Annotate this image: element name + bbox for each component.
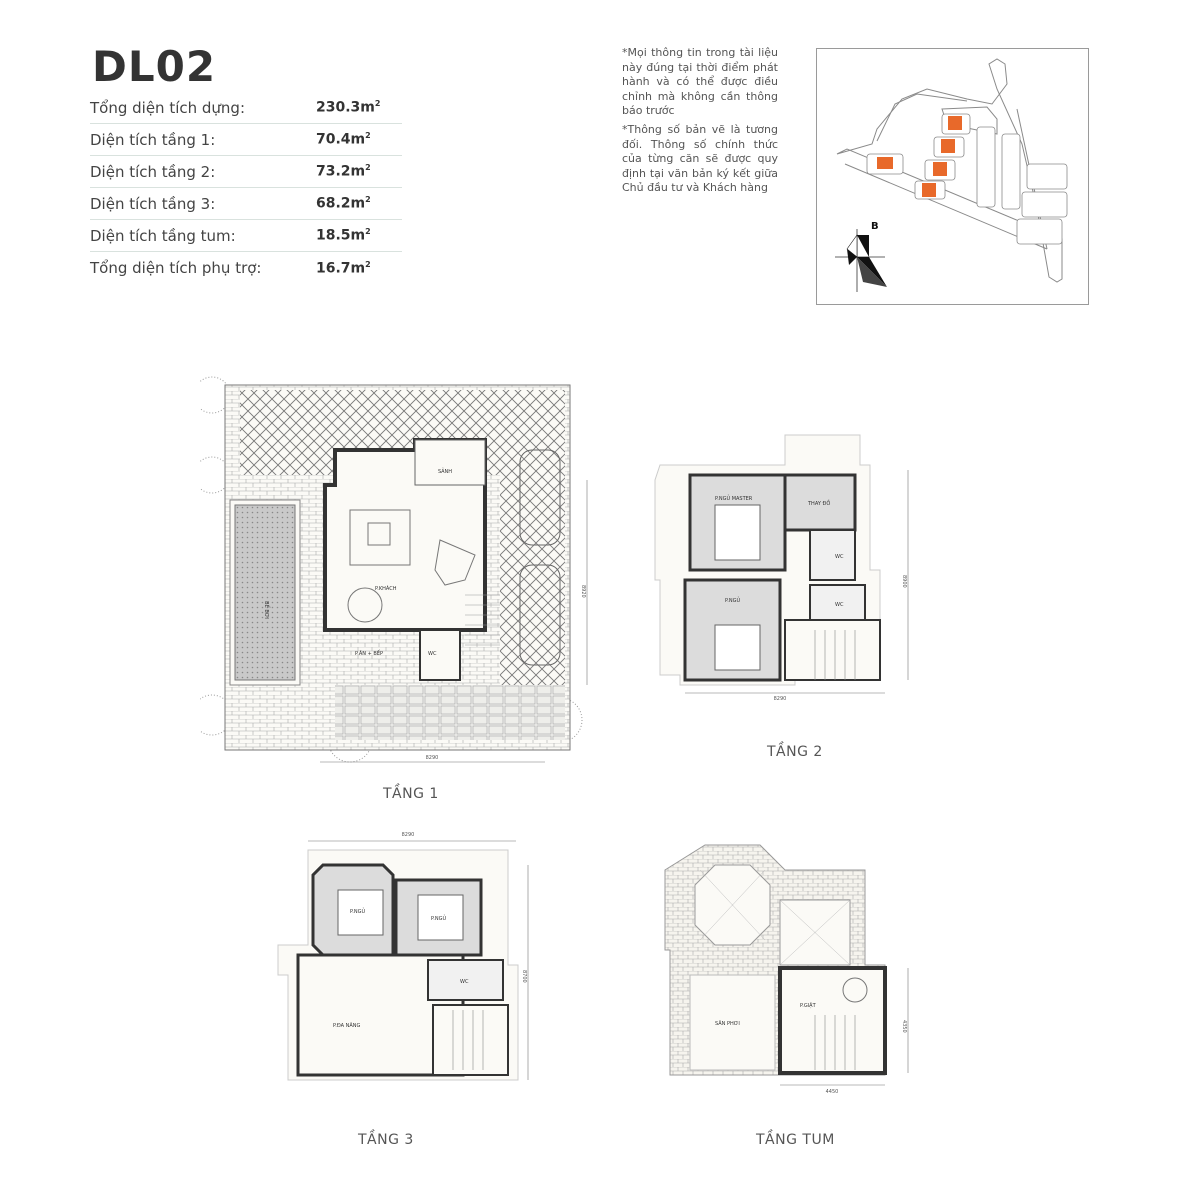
spec-value: 68.2m2 (316, 195, 371, 212)
svg-text:P.NGỦ: P.NGỦ (350, 907, 365, 915)
spec-label: Diện tích tầng tum: (90, 226, 236, 245)
spec-value: 230.3m2 (316, 99, 381, 116)
spec-row-roof: Diện tích tầng tum: 18.5m2 (90, 220, 402, 252)
disclaimer-notes: *Mọi thông tin trong tài liệu này đúng t… (622, 46, 778, 200)
svg-text:8290: 8290 (402, 832, 415, 838)
svg-text:P.NGỦ: P.NGỦ (725, 596, 740, 604)
floor-roof-caption: TẦNG TUM (756, 1132, 835, 1148)
highlighted-lots (877, 116, 962, 197)
svg-text:P.GIẶT: P.GIẶT (800, 1002, 817, 1009)
svg-text:4450: 4450 (826, 1089, 839, 1095)
spec-row-floor3: Diện tích tầng 3: 68.2m2 (90, 188, 402, 220)
floor-plan-roof: SÂN PHƠI P.GIẶT 4450 4350 (645, 835, 925, 1095)
spec-label: Diện tích tầng 3: (90, 194, 216, 213)
svg-text:WC: WC (428, 651, 437, 657)
svg-text:BỂ BƠI: BỂ BƠI (263, 601, 271, 619)
spec-label: Diện tích tầng 1: (90, 130, 216, 149)
svg-text:THAY ĐỒ: THAY ĐỒ (807, 498, 830, 507)
svg-text:B: B (871, 221, 879, 232)
svg-text:SẢNH: SẢNH (438, 467, 452, 475)
svg-text:8920: 8920 (580, 585, 586, 598)
svg-text:8900: 8900 (901, 575, 907, 588)
spec-row-floor1: Diện tích tầng 1: 70.4m2 (90, 124, 402, 156)
svg-text:8700: 8700 (521, 970, 527, 983)
spec-value: 70.4m2 (316, 131, 371, 148)
svg-text:P.NGỦ MASTER: P.NGỦ MASTER (715, 494, 753, 502)
svg-text:4350: 4350 (901, 1020, 907, 1033)
svg-text:WC: WC (835, 554, 844, 560)
svg-text:P.ĂN + BẾP: P.ĂN + BẾP (355, 649, 383, 657)
spec-value: 18.5m2 (316, 227, 371, 244)
spec-value: 16.7m2 (316, 259, 371, 277)
note-2: *Thông số bản vẽ là tương đối. Thông số … (622, 122, 778, 195)
svg-text:WC: WC (835, 602, 844, 608)
spec-label: Diện tích tầng 2: (90, 162, 216, 181)
svg-text:8290: 8290 (774, 696, 787, 702)
floor-plan-1: BỂ BƠI SẢNH P.KHÁCH P.ĂN + BẾP WC 8290 8 (191, 375, 600, 775)
svg-text:SÂN PHƠI: SÂN PHƠI (715, 1020, 740, 1027)
spec-label: Tổng diện tích phụ trợ: (90, 259, 262, 277)
spec-row-total: Tổng diện tích dựng: 230.3m2 (90, 92, 402, 124)
spec-row-auxiliary: Tổng diện tích phụ trợ: 16.7m2 (90, 252, 402, 284)
spec-value: 73.2m2 (316, 163, 371, 180)
floor-plan-3: P.NGỦ P.NGỦ P.ĐA NĂNG WC 8290 8700 (268, 825, 538, 1090)
svg-text:P.NGỦ: P.NGỦ (431, 914, 446, 922)
svg-text:8290: 8290 (426, 755, 439, 761)
svg-text:P.KHÁCH: P.KHÁCH (375, 585, 397, 592)
compass-icon: B (835, 221, 887, 292)
site-key-map: B (816, 48, 1089, 305)
svg-text:P.ĐA NĂNG: P.ĐA NĂNG (333, 1022, 361, 1029)
note-1: *Mọi thông tin trong tài liệu này đúng t… (622, 46, 778, 118)
floor-2-caption: TẦNG 2 (767, 744, 823, 760)
floor-3-caption: TẦNG 3 (358, 1132, 414, 1148)
svg-text:WC: WC (460, 979, 469, 985)
floor-plan-2: P.NGỦ MASTER THAY ĐỒ WC P.NGỦ WC 8290 89… (645, 430, 925, 705)
floor-1-caption: TẦNG 1 (383, 786, 439, 802)
area-spec-table: Tổng diện tích dựng: 230.3m2 Diện tích t… (90, 92, 402, 284)
spec-row-floor2: Diện tích tầng 2: 73.2m2 (90, 156, 402, 188)
unit-code-title: DL02 (92, 42, 217, 91)
spec-label: Tổng diện tích dựng: (90, 98, 246, 117)
